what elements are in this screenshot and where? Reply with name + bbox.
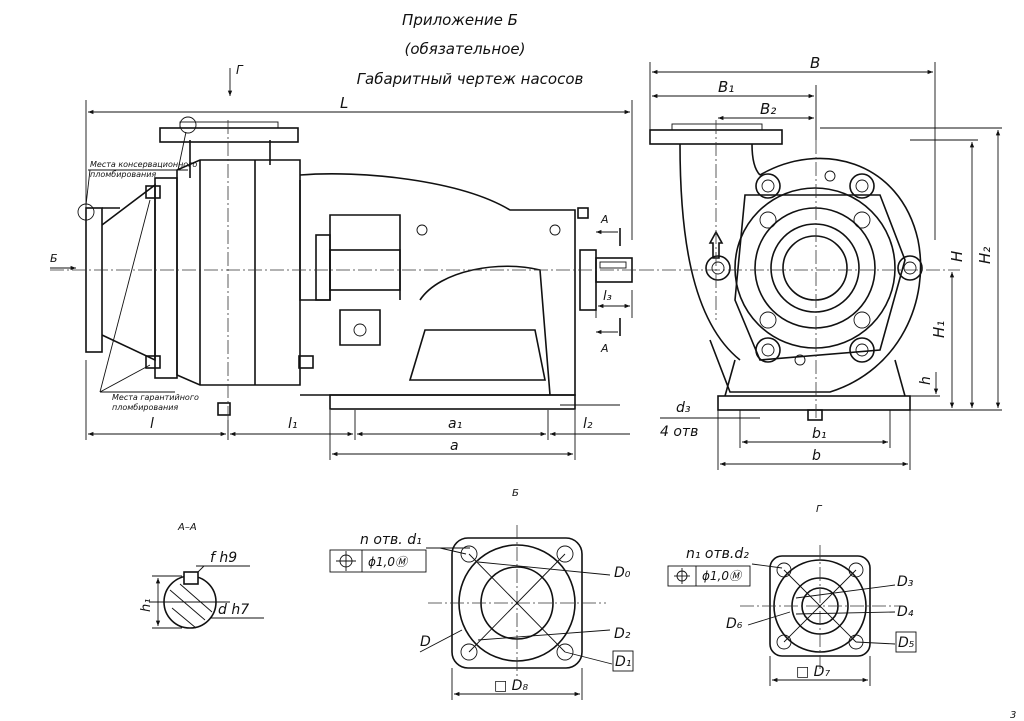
- dim-D3: D₃: [897, 574, 914, 590]
- view-b-tolerance: ϕ1,0Ⓜ: [368, 555, 409, 569]
- header-title-3: Габаритный чертеж насосов: [357, 70, 584, 88]
- dim-d3: d₃: [676, 400, 691, 416]
- dim-a: a: [450, 438, 459, 454]
- dim-h1: h₁: [139, 599, 154, 612]
- view-g-arrow-label: Г: [236, 63, 244, 77]
- dim-l3: l₃: [603, 289, 612, 304]
- dim-D2: D₂: [614, 626, 631, 642]
- conservation-seal-note-2: пломбирования: [90, 170, 156, 179]
- section-a-bottom: А: [600, 342, 609, 355]
- view-b-flange: Б ϕ1,0Ⓜ n отв. d₁ D₀ D₂ D₁ D □ D₈: [329, 488, 634, 700]
- conservation-seal-note: Места консервационного: [90, 160, 197, 169]
- dim-H1: H₁: [930, 321, 948, 338]
- dim-holes: 4 отв: [660, 424, 698, 440]
- dim-B1: B₁: [718, 78, 734, 96]
- dim-b: b: [812, 448, 821, 464]
- dim-D6: D₆: [726, 616, 743, 632]
- front-view: B B₁ B₂: [640, 54, 1002, 470]
- front-bolts: [705, 170, 923, 366]
- view-b-title: Б: [512, 488, 519, 499]
- warranty-seal-note: Места гарантийного: [112, 393, 199, 402]
- dim-D: D: [420, 634, 431, 650]
- dim-l1: l₁: [288, 416, 298, 432]
- dim-H: H: [948, 251, 966, 262]
- dim-D1: D₁: [615, 654, 631, 670]
- dim-D8: □ D₈: [494, 678, 528, 694]
- header-title-2: (обязательное): [405, 40, 526, 58]
- dim-b1: b₁: [812, 426, 827, 442]
- section-aa-title: А–А: [177, 522, 197, 533]
- dim-H2: H₂: [976, 247, 994, 264]
- warranty-seal-note-2: пломбирования: [112, 403, 178, 412]
- dim-h: h: [918, 376, 934, 385]
- dim-d-h7: d h7: [218, 602, 249, 618]
- section-aa: А–А h₁ f h9 d h7: [139, 522, 264, 629]
- page-number: 3: [1010, 710, 1016, 721]
- dim-D4: D₄: [897, 604, 914, 620]
- view-g-holes: n₁ отв.d₂: [686, 546, 749, 562]
- view-b-holes: n отв. d₁: [360, 532, 422, 548]
- view-g-title: Г: [816, 504, 823, 515]
- dim-B: B: [810, 54, 820, 72]
- dim-a1: a₁: [448, 416, 462, 432]
- dim-B2: B₂: [760, 100, 776, 118]
- dim-D0: D₀: [614, 565, 631, 581]
- view-g-flange: Г ϕ1,0Ⓜ n₁ отв.d₂ D₃ D₄ D₅ D₆ □ D₇: [667, 504, 917, 686]
- dim-D5: D₅: [898, 635, 915, 651]
- header-title-1: Приложение Б: [402, 11, 518, 29]
- side-view: Г L: [50, 63, 640, 460]
- view-b-arrow-label: Б: [50, 252, 58, 265]
- dim-L: L: [340, 94, 348, 112]
- section-a-top: А: [600, 213, 609, 226]
- dim-f-h9: f h9: [210, 550, 237, 566]
- dim-l: l: [150, 416, 154, 432]
- dim-D7: □ D₇: [796, 664, 830, 680]
- view-g-tolerance: ϕ1,0Ⓜ: [702, 569, 743, 583]
- dim-l2: l₂: [583, 416, 593, 432]
